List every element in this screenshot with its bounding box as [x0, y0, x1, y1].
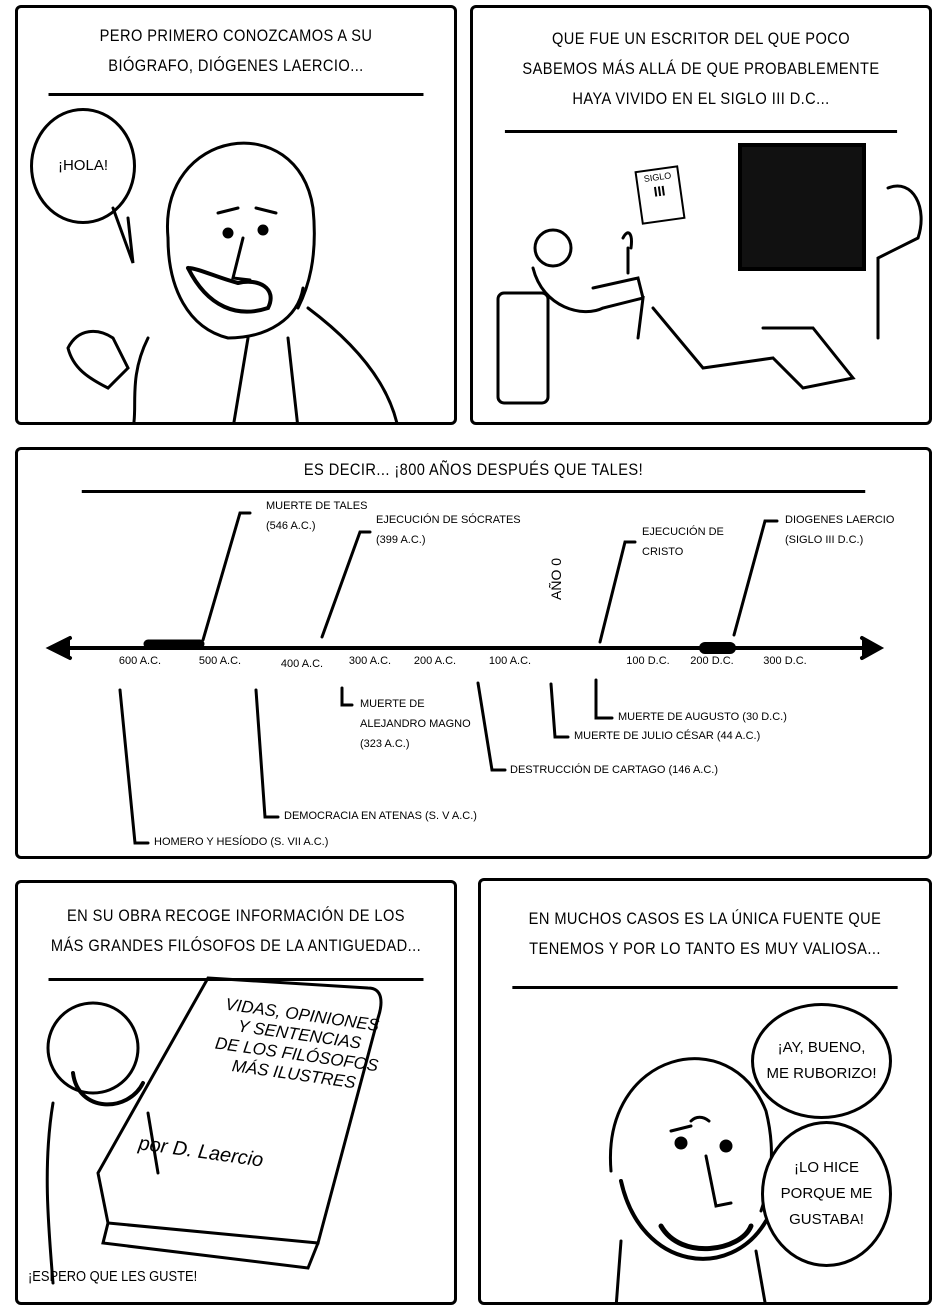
event-line: Muerte de Augusto (30 D.C.) [618, 711, 787, 723]
event-line: Diogenes Laercio [785, 514, 895, 526]
night-window [738, 143, 866, 271]
event-line: Muerte de [360, 698, 425, 710]
caption-line: tenemos y por lo tanto es muy valiosa... [529, 938, 881, 958]
event-destruccion-cartago: Destrucción de Cartago (146 A.C.) [510, 760, 718, 780]
tick-label: 200 D.C. [690, 655, 734, 667]
panel-5: En muchos casos es la única fuente que t… [478, 878, 932, 1305]
event-line: Cristo [642, 546, 684, 558]
speech-bubble: ¡Lo hice porque me gustaba! [761, 1121, 892, 1267]
caption-line: Es decir... ¡800 años después que Tales! [303, 460, 644, 479]
tick-label: 200 A.C. [413, 655, 457, 667]
tick-label: 500 A.C. [198, 655, 242, 667]
panel-2: Que fue un escritor del que poco sabemos… [470, 5, 932, 425]
caption-line: biógrafo, Diógenes Laercio... [108, 55, 364, 75]
diogenes-with-book-illustration [45, 976, 383, 1285]
event-ejecucion-socrates: Ejecución de Sócrates (399 A.C.) [376, 510, 521, 550]
caption-line: sabemos más allá de que probablemente [522, 59, 880, 78]
speech-bubble: ¡Ay, bueno, me ruborizo! [751, 1003, 892, 1119]
caption-line: En muchos casos es la única fuente que [528, 908, 882, 928]
tick-label: 400 A.C. [280, 658, 324, 670]
event-line: (546 A.C.) [266, 520, 316, 532]
year-zero-label: Año 0 [548, 557, 564, 600]
event-line: (323 A.C.) [360, 738, 410, 750]
bubble-text: porque me [780, 1185, 873, 1202]
caption-line: Que fue un escritor del que poco [551, 29, 851, 48]
event-line: Ejecución de Sócrates [376, 514, 521, 526]
caption-line: haya vivido en el siglo III d.C... [572, 89, 830, 108]
bottom-speech-text: ¡Espero que les guste! [28, 1268, 198, 1285]
event-line: Ejecución de [642, 526, 724, 538]
panel-4: En su obra recoge información de los más… [15, 880, 457, 1305]
caption-line: Pero primero conozcamos a su [99, 25, 373, 45]
bubble-text: ¡Hola! [57, 157, 108, 174]
event-democracia-atenas: Democracia en Atenas (S. V A.C.) [284, 806, 477, 826]
event-line: Alejandro Magno [360, 718, 471, 730]
event-muerte-tales: Muerte de Tales (546 A.C.) [266, 496, 367, 536]
event-alejandro-magno: Muerte de Alejandro Magno (323 A.C.) [360, 694, 471, 754]
diogenes-illustration [66, 141, 399, 422]
caption-line: En su obra recoge información de los [66, 905, 405, 925]
event-line: Destrucción de Cartago (146 A.C.) [510, 764, 719, 776]
caption: En muchos casos es la única fuente que t… [512, 881, 898, 989]
caption: Pero primero conozcamos a su biógrafo, D… [48, 8, 424, 96]
event-ejecucion-cristo: Ejecución de Cristo [642, 522, 724, 562]
tick-label: 100 D.C. [626, 655, 670, 667]
event-diogenes-laercio: Diogenes Laercio (Siglo III D.C.) [785, 510, 894, 550]
timeline-panel: Es decir... ¡800 años después que Tales! [15, 447, 932, 859]
event-homero-hesiodo: Homero y Hesíodo (S. VII A.C.) [154, 832, 328, 852]
bubble-text: gustaba! [789, 1211, 864, 1228]
event-line: Muerte de Tales [266, 500, 368, 512]
tick-label: 100 A.C. [488, 655, 532, 667]
bubble-text: ¡Lo hice [793, 1159, 859, 1176]
event-julio-cesar: Muerte de Julio César (44 A.C.) [574, 726, 760, 746]
tick-label: 300 D.C. [763, 655, 807, 667]
caption: Que fue un escritor del que poco sabemos… [504, 8, 898, 133]
tick-label: 300 A.C. [348, 655, 392, 667]
event-line: (Siglo III D.C.) [785, 534, 864, 546]
event-line: (399 A.C.) [376, 534, 426, 546]
bubble-text: me ruborizo! [766, 1065, 877, 1082]
event-line: Democracia en Atenas (S. V A.C.) [284, 810, 477, 822]
tick-label: 600 A.C. [118, 655, 162, 667]
speech-bubble: ¡Hola! [30, 108, 136, 224]
caption-line: más grandes filósofos de la antiguedad..… [50, 935, 422, 955]
event-line: Homero y Hesíodo (S. VII A.C.) [154, 836, 329, 848]
event-muerte-augusto: Muerte de Augusto (30 D.C.) [618, 707, 787, 727]
bubble-text: ¡Ay, bueno, [777, 1039, 866, 1056]
blushing-diogenes-illustration [609, 1057, 773, 1302]
event-line: Muerte de Julio César (44 A.C.) [574, 730, 761, 742]
writer-at-desk-illustration [496, 184, 923, 405]
panel-1: Pero primero conozcamos a su biógrafo, D… [15, 5, 457, 425]
caption: Es decir... ¡800 años después que Tales! [81, 450, 866, 493]
